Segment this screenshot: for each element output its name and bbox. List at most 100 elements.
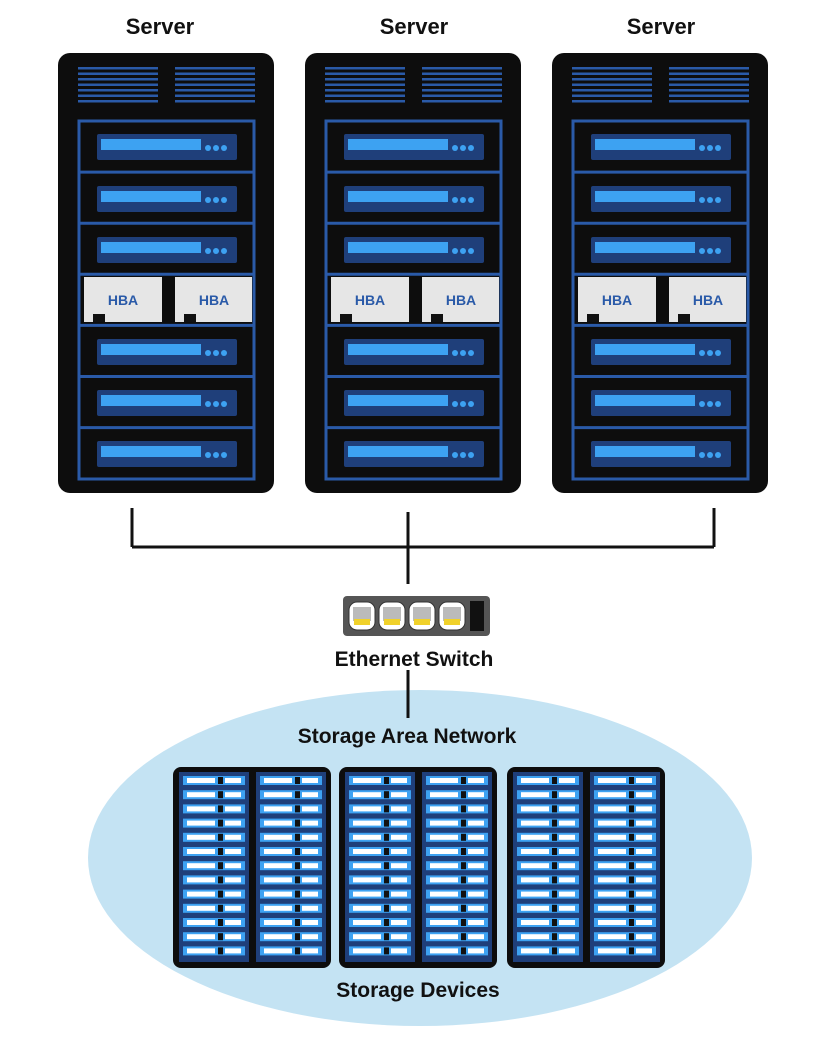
drive-latch	[295, 904, 300, 912]
unit-led	[460, 452, 466, 458]
unit-drive-bar	[348, 191, 448, 202]
port-jack-pins	[354, 619, 370, 625]
storage-drive	[260, 861, 322, 871]
drive-face	[521, 891, 549, 897]
vent-slat	[422, 83, 502, 86]
unit-led	[205, 452, 211, 458]
server-1-hba-left-label: HBA	[108, 292, 138, 308]
drive-face-right	[559, 948, 575, 954]
storage-drive	[349, 889, 411, 899]
storage-drive	[349, 804, 411, 814]
server-1-hba-right-label: HBA	[199, 292, 229, 308]
drive-face-right	[391, 792, 407, 798]
drive-latch	[218, 933, 223, 941]
vent-slat	[572, 72, 652, 75]
drive-latch	[461, 862, 466, 870]
drive-face-right	[468, 948, 484, 954]
drive-face	[430, 792, 458, 798]
storage-drive	[517, 875, 579, 885]
unit-drive-bar	[101, 395, 201, 406]
drive-face	[430, 948, 458, 954]
port-socket	[353, 607, 371, 621]
drive-face	[430, 834, 458, 840]
vent-slat	[325, 67, 405, 70]
unit-led	[221, 248, 227, 254]
unit-led	[460, 248, 466, 254]
drive-face	[598, 877, 626, 883]
drive-face-right	[468, 792, 484, 798]
drive-latch	[629, 833, 634, 841]
vent-slat	[669, 78, 749, 81]
storage-drive	[594, 818, 656, 828]
hba-notch-right	[431, 314, 443, 322]
vent-slat	[422, 72, 502, 75]
vent-slat	[175, 83, 255, 86]
unit-led	[452, 452, 458, 458]
drive-face	[264, 849, 292, 854]
drive-latch	[218, 904, 223, 912]
storage-drive	[349, 847, 411, 856]
drive-face-right	[391, 863, 407, 869]
unit-led	[452, 197, 458, 203]
unit-led	[460, 197, 466, 203]
drive-face-right	[468, 905, 484, 911]
drive-face-right	[302, 834, 318, 840]
drive-latch	[629, 919, 634, 926]
drive-face	[598, 934, 626, 940]
storage-drive	[349, 861, 411, 871]
storage-drive	[426, 790, 488, 800]
drive-face-right	[636, 834, 652, 840]
server-unit	[591, 237, 731, 263]
unit-led	[715, 248, 721, 254]
unit-led	[205, 401, 211, 407]
vent-slat	[422, 100, 502, 103]
vent-slat	[78, 100, 158, 103]
storage-drive	[426, 918, 488, 927]
unit-drive-bar	[348, 242, 448, 253]
drive-face	[521, 806, 549, 812]
drive-face	[598, 891, 626, 897]
drive-face-right	[559, 863, 575, 869]
drive-face-right	[225, 792, 241, 798]
drive-latch	[218, 833, 223, 841]
server-unit	[97, 237, 237, 263]
storage-drive	[426, 804, 488, 814]
server-unit	[344, 390, 484, 416]
drive-face	[187, 806, 215, 812]
drive-face	[430, 920, 458, 925]
storage-drive	[517, 918, 579, 927]
drive-face	[353, 891, 381, 897]
unit-led	[707, 145, 713, 151]
vent-slat	[325, 100, 405, 103]
drive-face-right	[468, 849, 484, 854]
drive-latch	[384, 919, 389, 926]
drive-face-right	[391, 778, 407, 783]
drive-latch	[552, 862, 557, 870]
unit-led	[460, 350, 466, 356]
server-unit	[97, 441, 237, 467]
server-1-label: Server	[126, 14, 195, 39]
storage-drive	[517, 861, 579, 871]
unit-drive-bar	[348, 395, 448, 406]
drive-latch	[218, 805, 223, 813]
server-unit	[591, 441, 731, 467]
server-unit	[591, 339, 731, 365]
unit-led	[205, 197, 211, 203]
drive-face-right	[225, 934, 241, 940]
switch-label: Ethernet Switch	[335, 648, 494, 671]
drive-latch	[629, 947, 634, 955]
drive-latch	[552, 919, 557, 926]
ethernet-switch	[343, 596, 490, 636]
storage-drive	[517, 889, 579, 899]
unit-led	[707, 452, 713, 458]
storage-drive	[260, 847, 322, 856]
vent-slat	[669, 83, 749, 86]
drive-face	[264, 792, 292, 798]
server-unit	[97, 390, 237, 416]
vent-slat	[325, 89, 405, 92]
drive-face	[264, 806, 292, 812]
vent-grill-2	[669, 67, 749, 103]
drive-latch	[629, 904, 634, 912]
vent-slat	[325, 78, 405, 81]
array-column	[513, 772, 583, 962]
